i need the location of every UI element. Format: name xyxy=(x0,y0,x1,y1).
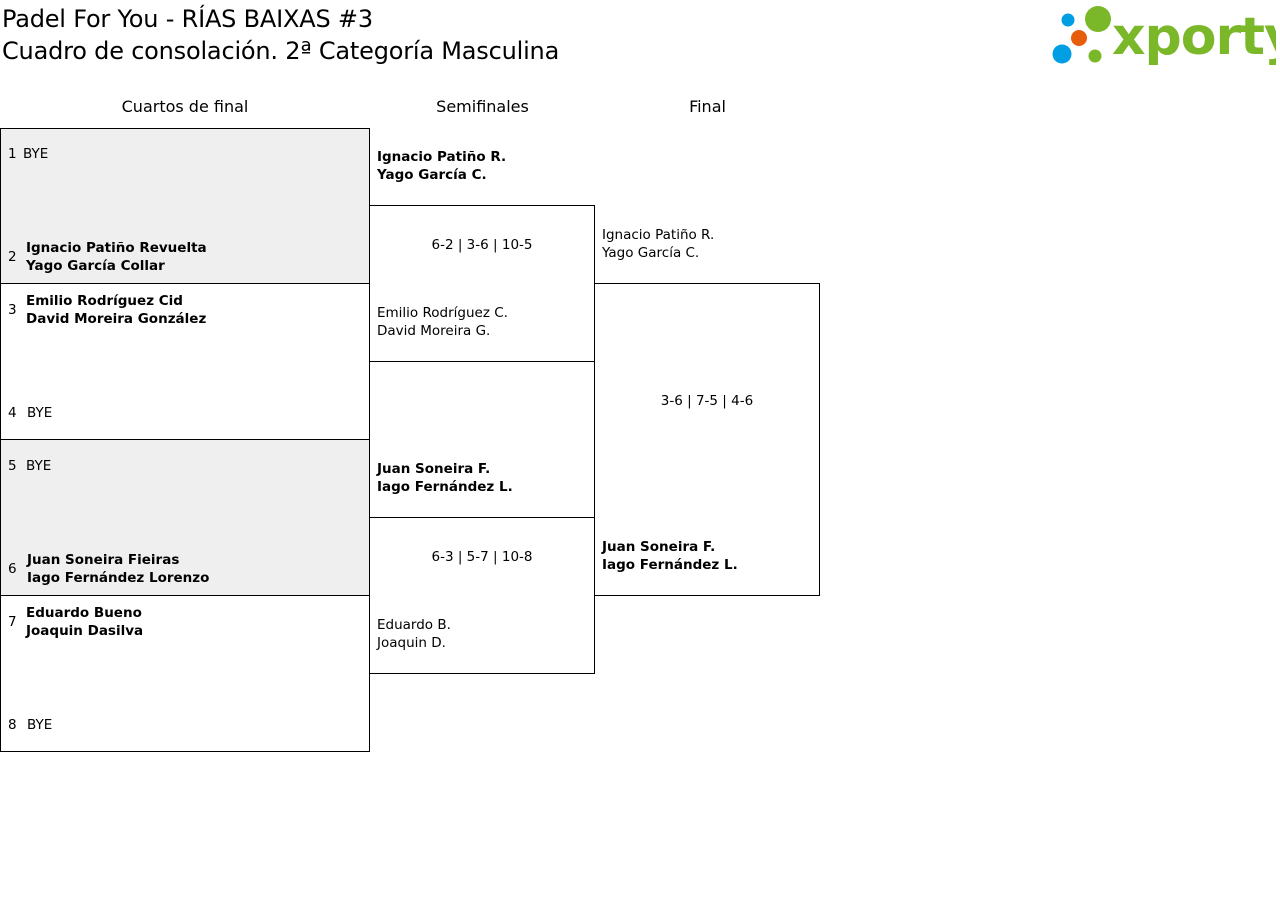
semifinal-1-score: 6-2 | 3-6 | 10-5 xyxy=(431,237,533,253)
logo-dot-green-2 xyxy=(1088,49,1102,63)
final-bottom-player-1: Juan Soneira F. xyxy=(602,539,716,555)
seed-number: 2 xyxy=(8,249,17,265)
quarterfinal-match-1 xyxy=(0,128,370,284)
final-top-player-1: Ignacio Patiño R. xyxy=(602,227,715,243)
page-title: Padel For You - RÍAS BAIXAS #3 Cuadro de… xyxy=(2,3,559,67)
round-header-semifinals: Semifinales xyxy=(436,97,529,116)
team-player-1: Emilio Rodríguez Cid xyxy=(26,293,183,309)
final-score: 3-6 | 7-5 | 4-6 xyxy=(660,393,754,409)
team-player-2: David Moreira González xyxy=(26,311,207,327)
semifinal-2-top-player-1: Juan Soneira F. xyxy=(377,461,491,477)
xporty-logo: xporty xyxy=(1050,4,1280,67)
team-bye: BYE xyxy=(26,458,52,474)
seed-number: 5 xyxy=(8,458,17,474)
logo-dot-blue-2 xyxy=(1052,44,1072,64)
team-player-2: Iago Fernández Lorenzo xyxy=(27,570,210,586)
semifinal-2-top-player-2: Iago Fernández L. xyxy=(377,479,513,495)
quarterfinal-match-3 xyxy=(0,439,370,596)
round-header-quarterfinals: Cuartos de final xyxy=(121,97,249,116)
final-match xyxy=(594,283,820,596)
final-top-player-2: Yago García C. xyxy=(602,245,700,261)
title-line-1: Padel For You - RÍAS BAIXAS #3 xyxy=(2,5,373,33)
semifinal-2-bottom-player-2: Joaquin D. xyxy=(377,635,446,651)
xporty-logo-graphic: xporty xyxy=(1052,6,1280,67)
team-bye: BYE xyxy=(27,405,53,421)
team-player-1: Ignacio Patiño Revuelta xyxy=(26,240,207,256)
team-bye: BYE xyxy=(23,146,49,162)
logo-dot-blue xyxy=(1061,13,1075,27)
team-player-2: Joaquin Dasilva xyxy=(26,623,144,639)
title-line-2: Cuadro de consolación. 2ª Categoría Masc… xyxy=(2,37,560,65)
semifinal-1-bottom-player-2: David Moreira G. xyxy=(377,323,491,339)
round-header-final: Final xyxy=(689,97,726,116)
seed-number: 4 xyxy=(8,405,17,421)
logo-dot-orange xyxy=(1071,30,1087,46)
team-bye: BYE xyxy=(27,717,53,733)
final-bottom-player-2: Iago Fernández L. xyxy=(602,557,738,573)
team-player-2: Yago García Collar xyxy=(26,258,165,274)
logo-dot-green xyxy=(1085,6,1111,32)
seed-number: 7 xyxy=(8,614,17,630)
team-player-1: Juan Soneira Fieiras xyxy=(27,552,180,568)
semifinal-1-top-player-2: Yago García C. xyxy=(377,167,487,183)
semifinal-2-bottom-player-1: Eduardo B. xyxy=(377,617,451,633)
logo-text: xporty xyxy=(1112,7,1276,66)
semifinal-1-top-player-1: Ignacio Patiño R. xyxy=(377,149,507,165)
seed-number: 1 xyxy=(8,146,17,162)
semifinal-1-bottom-player-1: Emilio Rodríguez C. xyxy=(377,305,508,321)
seed-number: 6 xyxy=(8,561,17,577)
seed-number: 8 xyxy=(8,717,17,733)
team-player-1: Eduardo Bueno xyxy=(26,605,142,621)
semifinal-2-score: 6-3 | 5-7 | 10-8 xyxy=(431,549,533,565)
seed-number: 3 xyxy=(8,302,17,318)
